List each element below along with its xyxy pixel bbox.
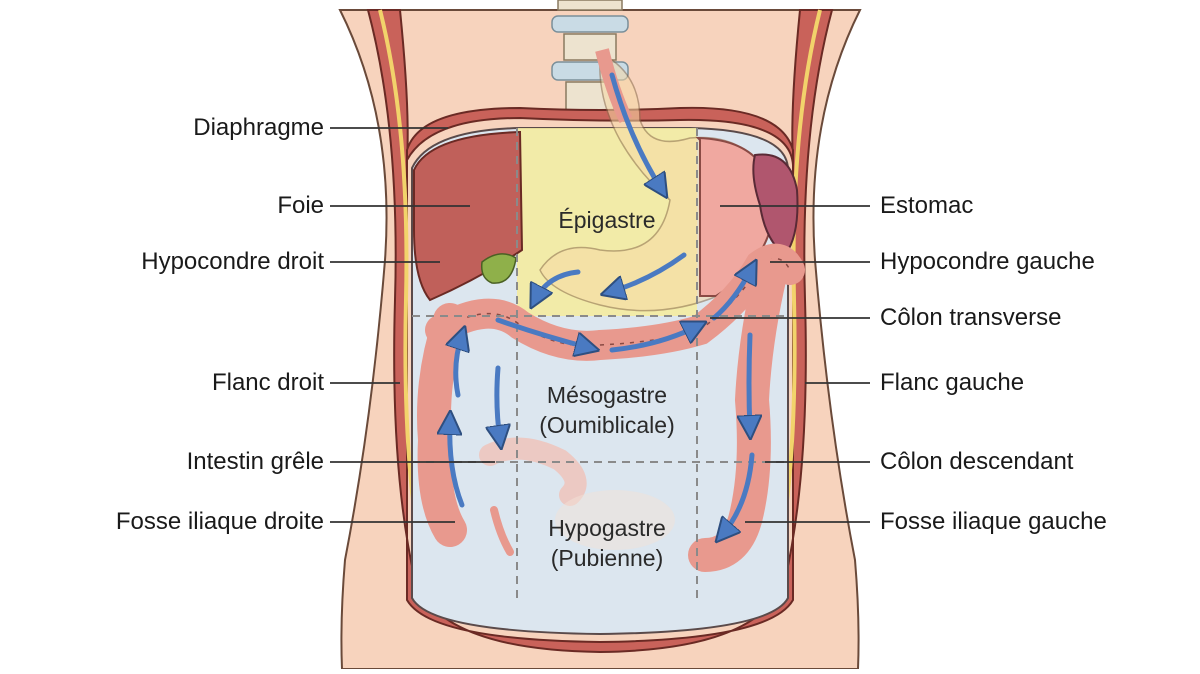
region-epigastre: Épigastre <box>558 207 656 233</box>
ascending-colon <box>417 303 467 547</box>
region-hypogastre-line2: (Pubienne) <box>550 545 664 571</box>
leader-lines-right <box>710 205 870 523</box>
label-flanc-droit: Flanc droit <box>211 369 324 396</box>
region-mesogastre: Mésogastre (Oumiblicale) <box>510 380 704 440</box>
label-diaphragme: Diaphragme <box>193 114 324 141</box>
label-fosse-iliaque-droite: Fosse iliaque droite <box>115 508 324 535</box>
diaphragm <box>406 106 794 166</box>
label-colon-descendant: Côlon descendant <box>880 448 1074 475</box>
label-hypocondre-droit: Hypocondre droit <box>141 248 324 275</box>
label-estomac: Estomac <box>880 192 974 219</box>
flow-arrows <box>450 72 752 535</box>
region-hypogastre: Hypogastre (Pubienne) <box>517 513 697 573</box>
region-mesogastre-line1: Mésogastre <box>546 382 668 408</box>
label-colon-transverse: Côlon transverse <box>880 304 1062 331</box>
label-hypocondre-gauche: Hypocondre gauche <box>880 248 1095 275</box>
leader-lines-left <box>330 127 495 523</box>
region-mesogastre-line2: (Oumiblicale) <box>539 412 675 438</box>
label-flanc-gauche: Flanc gauche <box>880 369 1025 396</box>
label-foie: Foie <box>277 192 324 219</box>
label-fosse-iliaque-gauche: Fosse iliaque gauche <box>880 508 1107 535</box>
label-intestin-grele: Intestin grêle <box>186 448 324 475</box>
region-hypogastre-line1: Hypogastre <box>548 515 666 541</box>
